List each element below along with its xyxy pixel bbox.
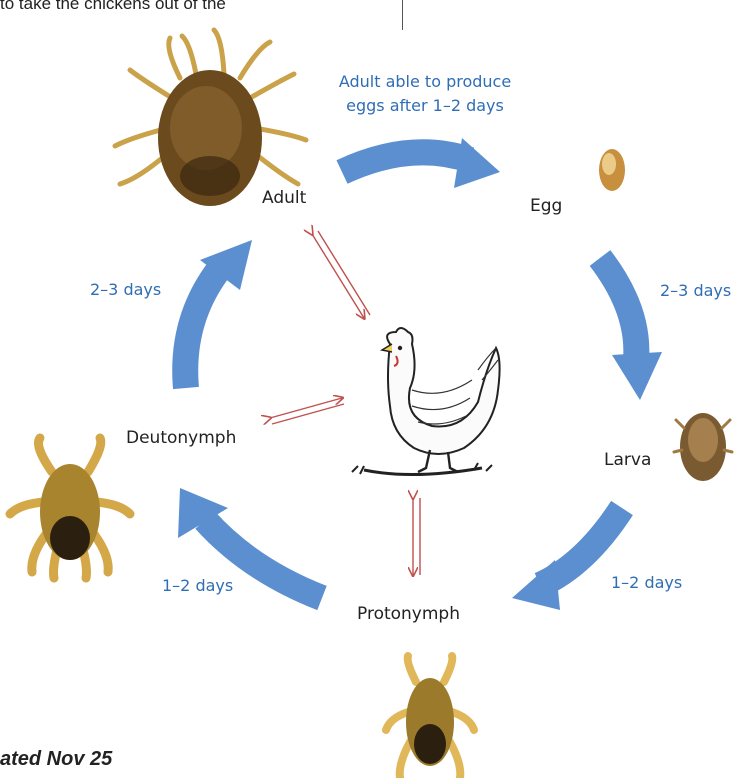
cycle-arrow-adult-to-egg xyxy=(342,138,500,188)
host-arrow-adult xyxy=(312,231,370,318)
adult-mite-icon xyxy=(115,30,306,206)
cycle-arrow-deutonymph-to-adult xyxy=(185,240,252,388)
stage-label-protonymph: Protonymph xyxy=(357,604,460,624)
deutonymph-mite-icon xyxy=(10,438,130,578)
stage-label-adult: Adult xyxy=(262,188,306,208)
adult-egg-note: Adult able to produce eggs after 1–2 day… xyxy=(320,70,530,118)
duration-deutonymph-to-adult: 2–3 days xyxy=(90,280,161,299)
duration-larva-to-protonymph: 1–2 days xyxy=(611,573,682,592)
chicken-icon xyxy=(352,328,500,475)
cycle-arrow-egg-to-larva xyxy=(600,258,662,400)
host-arrow-deutonymph xyxy=(270,398,344,424)
host-arrow-protonymph xyxy=(413,498,420,575)
duration-protonymph-to-deutonymph: 1–2 days xyxy=(162,576,233,595)
stage-label-larva: Larva xyxy=(604,450,651,470)
stage-label-egg: Egg xyxy=(530,196,562,216)
article-text-bottom: ated Nov 25 xyxy=(0,748,112,771)
protonymph-mite-icon xyxy=(386,656,474,778)
larva-icon xyxy=(674,413,732,481)
stage-label-deutonymph: Deutonymph xyxy=(126,428,236,448)
egg-icon xyxy=(599,149,625,191)
adult-egg-note-text: Adult able to produce eggs after 1–2 day… xyxy=(339,72,511,115)
cycle-arrow-larva-to-protonymph xyxy=(512,508,622,610)
duration-egg-to-larva: 2–3 days xyxy=(660,281,731,300)
